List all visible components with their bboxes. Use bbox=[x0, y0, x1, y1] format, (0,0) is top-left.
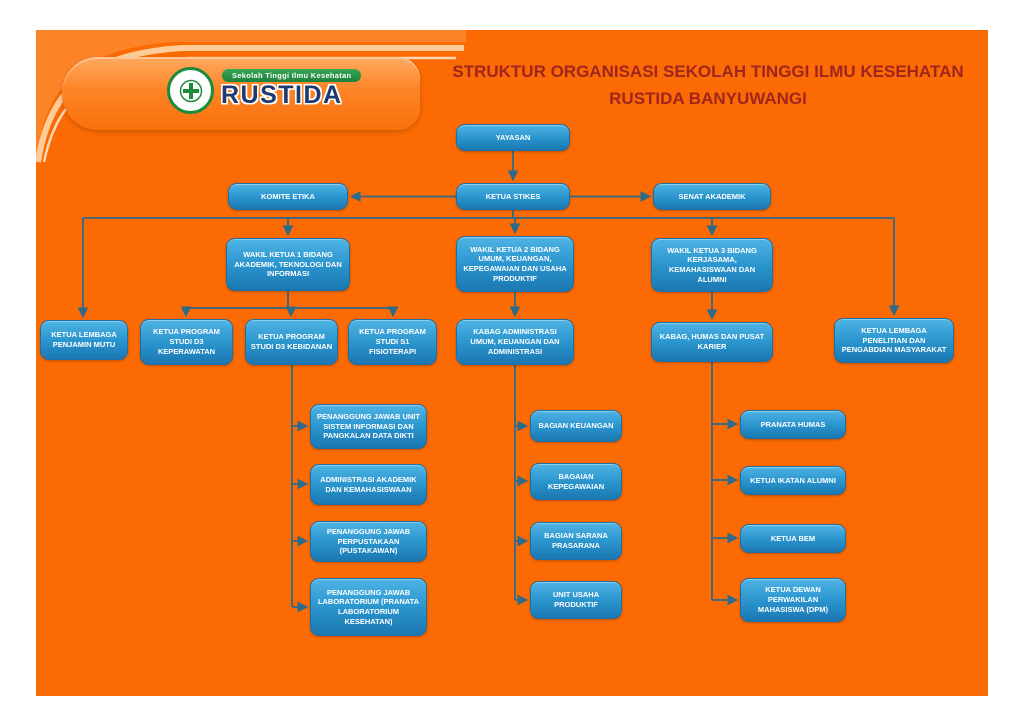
org-node-kaprodi-d3-keperawatan: KETUA PROGRAM STUDI D3 KEPERAWATAN bbox=[140, 319, 233, 365]
org-node-administrasi-akademik: ADMINISTRASI AKADEMIK DAN KEMAHASISWAAN bbox=[310, 464, 427, 505]
logo-emblem bbox=[167, 67, 214, 114]
org-node-pj-laboratorium: PENANGGUNG JAWAB LABORATORIUM (PRANATA L… bbox=[310, 578, 427, 636]
page-title-line2: RUSTIDA BANYUWANGI bbox=[609, 89, 807, 108]
org-node-pj-perpustakaan: PENANGGUNG JAWAB PERPUSTAKAAN (PUSTAKAWA… bbox=[310, 521, 427, 562]
logo-institution-type: Sekolah Tinggi Ilmu Kesehatan bbox=[222, 69, 362, 82]
logo-institution-name: RUSTIDA bbox=[221, 81, 343, 109]
org-connector-lines bbox=[77, 151, 900, 613]
org-node-kabag-administrasi: KABAG ADMINISTRASI UMUM, KEUANGAN DAN AD… bbox=[456, 319, 574, 365]
org-node-bagian-sarana-prasarana: BAGIAN SARANA PRASARANA bbox=[530, 522, 622, 560]
page-title: STRUKTUR ORGANISASI SEKOLAH TINGGI ILMU … bbox=[428, 58, 988, 112]
org-node-ketua-ikatan-alumni: KETUA IKATAN ALUMNI bbox=[740, 466, 846, 495]
org-node-ketua-lembaga-penjamin-mutu: KETUA LEMBAGA PENJAMIN MUTU bbox=[40, 320, 128, 360]
org-node-pranata-humas: PRANATA HUMAS bbox=[740, 410, 846, 439]
org-node-unit-usaha-produktif: UNIT USAHA PRODUKTIF bbox=[530, 581, 622, 619]
org-node-kaprodi-s1-fisioterapi: KETUA PROGRAM STUDI S1 FISIOTERAPI bbox=[348, 319, 437, 365]
org-node-ketua-stikes: KETUA STIKES bbox=[456, 183, 570, 210]
org-node-kabag-humas: KABAG, HUMAS DAN PUSAT KARIER bbox=[651, 322, 773, 362]
org-node-ketua-bem: KETUA BEM bbox=[740, 524, 846, 553]
org-node-wakil-ketua-3: WAKIL KETUA 3 BIDANG KERJASAMA, KEMAHASI… bbox=[651, 238, 773, 292]
org-node-kaprodi-d3-kebidanan: KETUA PROGRAM STUDI D3 KEBIDANAN bbox=[245, 319, 338, 365]
slide-background: Sekolah Tinggi Ilmu Kesehatan RUSTIDA ST… bbox=[36, 30, 988, 696]
org-node-bagian-kepegawaian: BAGAIAN KEPEGAWAIAN bbox=[530, 463, 622, 500]
org-node-wakil-ketua-2: WAKIL KETUA 2 BIDANG UMUM, KEUANGAN, KEP… bbox=[456, 236, 574, 292]
org-node-bagian-keuangan: BAGIAN KEUANGAN bbox=[530, 410, 622, 442]
org-node-senat-akademik: SENAT AKADEMIK bbox=[653, 183, 771, 210]
org-node-ketua-lppm: KETUA LEMBAGA PENELITIAN DAN PENGABDIAN … bbox=[834, 318, 954, 363]
logo-emblem-icon bbox=[179, 79, 202, 102]
org-node-pj-unit-sistem-informasi: PENANGGUNG JAWAB UNIT SISTEM INFORMASI D… bbox=[310, 404, 427, 449]
org-node-ketua-dpm: KETUA DEWAN PERWAKILAN MAHASISWA (DPM) bbox=[740, 578, 846, 622]
org-node-yayasan: YAYASAN bbox=[456, 124, 570, 151]
page-title-line1: STRUKTUR ORGANISASI SEKOLAH TINGGI ILMU … bbox=[452, 62, 964, 81]
org-node-komite-etika: KOMITE ETIKA bbox=[228, 183, 348, 210]
org-node-wakil-ketua-1: WAKIL KETUA 1 BIDANG AKADEMIK, TEKNOLOGI… bbox=[226, 238, 350, 291]
